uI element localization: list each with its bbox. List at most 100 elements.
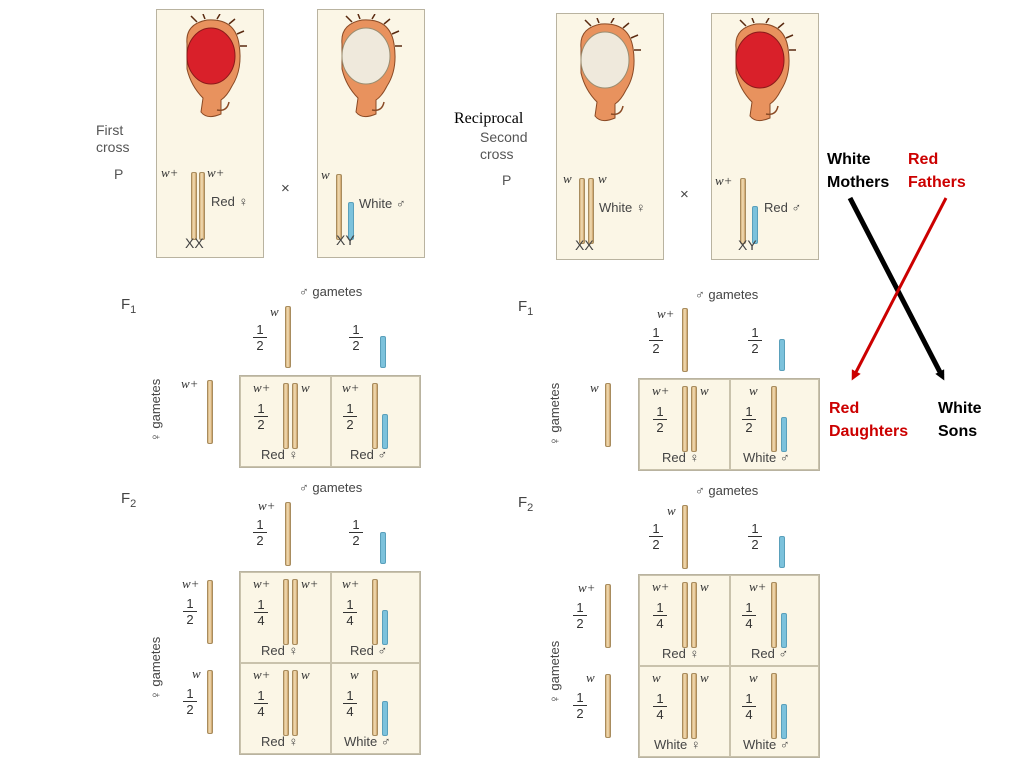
father-allele: w+: [715, 173, 733, 188]
x-chromosome: [605, 383, 611, 447]
cell-allele: w+: [253, 667, 271, 682]
cell-phenotype: Red ♀: [261, 734, 299, 749]
x-chromosome: [771, 582, 777, 648]
f1-male-gametes-header: ♂ gametes: [299, 284, 363, 299]
x-chromosome: [191, 172, 197, 240]
cell-allele: w+: [342, 576, 360, 591]
mother-phenotype: Red ♀: [211, 194, 249, 209]
cell-phenotype: Red ♀: [261, 643, 299, 658]
f2-female-gametes-header: ♀ gametes: [148, 636, 163, 700]
fly-head-white-eye: [341, 14, 402, 118]
red-daughters-label: Red Daughters: [829, 400, 909, 440]
x-chromosome: [740, 178, 746, 244]
cell-allele: w: [749, 670, 758, 685]
x-chromosome: [771, 673, 777, 739]
cell-phenotype: Red ♂: [751, 646, 789, 661]
father-genotype: XY: [738, 237, 757, 253]
cell-phenotype: Red ♀: [662, 450, 700, 465]
x-chromosome: [292, 579, 298, 645]
f2-label: F2: [518, 494, 534, 514]
first-cross-mother-box: w+ w+ Red ♀ XX: [156, 9, 264, 258]
cell-allele: w+: [342, 380, 360, 395]
cell-allele: w: [700, 579, 709, 594]
x-chromosome: [691, 386, 697, 452]
cell-allele: w: [749, 383, 758, 398]
gamete-allele: w: [270, 304, 279, 319]
fly-head-red-eye: [186, 14, 247, 118]
cell-allele: w: [700, 383, 709, 398]
cell-allele: w: [301, 380, 310, 395]
gamete-allele: w+: [182, 576, 200, 591]
cell-allele: w+: [253, 380, 271, 395]
second-cross-title: Second cross: [480, 129, 528, 162]
y-chromosome: [781, 704, 787, 739]
x-chromosome: [771, 386, 777, 452]
cell-allele: w: [652, 670, 661, 685]
gamete-allele: w+: [657, 306, 675, 321]
x-chromosome: [207, 580, 213, 644]
cell-allele: w+: [253, 576, 271, 591]
x-chromosome: [682, 673, 688, 739]
cross-symbol: ×: [680, 186, 689, 203]
f2-female-gametes-header: ♀ gametes: [547, 640, 562, 704]
f1-female-gametes-header: ♀ gametes: [148, 378, 163, 442]
x-chromosome: [285, 502, 291, 566]
arrow-fathers-to-daughters: [851, 197, 948, 381]
first-cross-father-box: w White ♂ XY: [317, 9, 425, 258]
mother-allele-1: w: [563, 171, 572, 186]
mother-allele-2: w: [598, 171, 607, 186]
gamete-allele: w+: [258, 498, 276, 513]
cell-allele: w: [301, 667, 310, 682]
x-chromosome: [336, 174, 342, 240]
cell-phenotype: Red ♂: [350, 447, 388, 462]
x-chromosome: [605, 674, 611, 738]
f2-male-gametes-header: ♂ gametes: [299, 480, 363, 495]
x-chromosome: [682, 308, 688, 372]
gamete-allele: w+: [181, 376, 199, 391]
y-chromosome: [779, 536, 785, 568]
x-chromosome: [372, 579, 378, 645]
father-genotype: XY: [336, 232, 355, 248]
mother-genotype: XX: [575, 237, 594, 253]
f1-male-gametes-header: ♂ gametes: [695, 287, 759, 302]
x-chromosome: [207, 380, 213, 444]
x-chromosome: [207, 670, 213, 734]
fly-head-white-eye: [580, 18, 641, 122]
gamete-allele: w+: [578, 580, 596, 595]
cell-allele: w: [350, 667, 359, 682]
x-chromosome: [691, 582, 697, 648]
x-chromosome: [691, 673, 697, 739]
cell-phenotype: Red ♀: [662, 646, 700, 661]
second-cross-mother-box: w w White ♀ XX: [556, 13, 664, 260]
father-phenotype: Red ♂: [764, 200, 802, 215]
crisscross-arrows: [847, 196, 948, 381]
mother-allele-1: w+: [161, 165, 179, 180]
gamete-allele: w: [590, 380, 599, 395]
cell-phenotype: White ♂: [743, 737, 790, 752]
x-chromosome: [199, 172, 205, 240]
x-chromosome: [283, 670, 289, 736]
cell-phenotype: White ♂: [743, 450, 790, 465]
